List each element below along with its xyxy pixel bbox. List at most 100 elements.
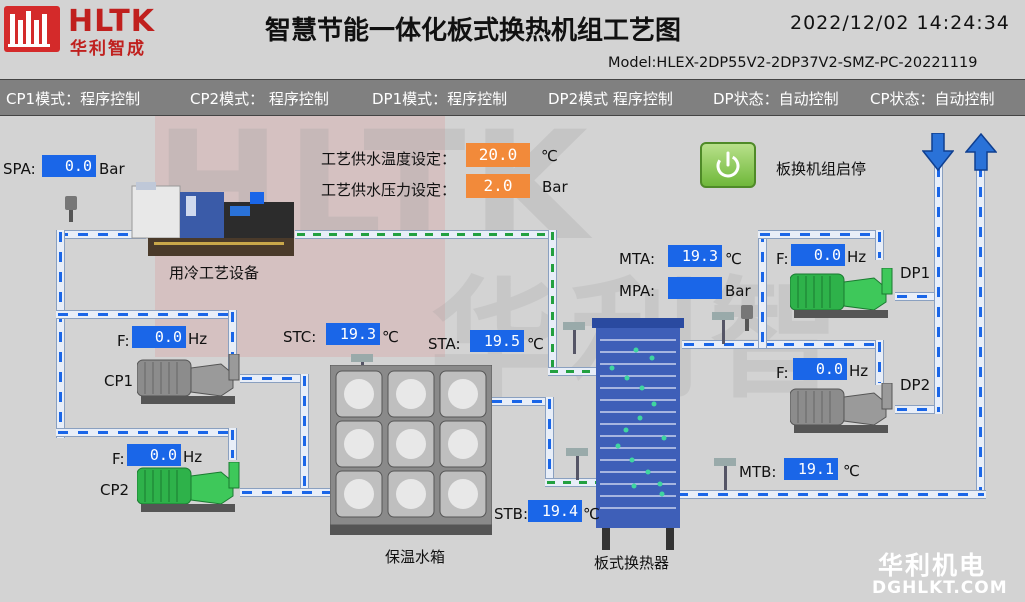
up-arrow-icon xyxy=(964,132,998,175)
dp1-frequency-value: 0.0 xyxy=(791,244,845,266)
mode-dp2: DP2模式 程序控制 xyxy=(548,90,673,108)
heat-exchanger-icon xyxy=(592,318,684,554)
pipe-segment xyxy=(56,230,65,438)
mta-unit: ℃ xyxy=(725,250,742,268)
pump-dp2-name: DP2 xyxy=(900,376,931,394)
exchanger-label: 板式换热器 xyxy=(594,554,670,572)
temperature-probe-icon xyxy=(563,320,591,358)
pipe-segment xyxy=(976,165,985,499)
mtb-label: MTB: xyxy=(739,463,777,481)
pump-dp1-name: DP1 xyxy=(900,264,931,282)
pressure-setpoint-unit: Bar xyxy=(542,178,568,196)
down-arrow-icon xyxy=(921,132,955,175)
temperature-probe-icon xyxy=(712,310,740,348)
pipe-segment xyxy=(56,310,236,319)
stb-value: 19.4 xyxy=(528,500,582,522)
brand-logo-icon xyxy=(4,6,60,52)
process-equipment-label: 用冷工艺设备 xyxy=(169,264,260,282)
pump-cp2-icon xyxy=(136,461,243,518)
power-icon xyxy=(716,151,740,178)
temperature-probe-icon xyxy=(566,446,594,484)
sta-label: STA: xyxy=(428,335,461,353)
mode-dp1: DP1模式：程序控制 xyxy=(372,90,508,108)
pipe-segment xyxy=(240,488,332,497)
pipe-segment xyxy=(295,230,557,239)
stc-value: 19.3 xyxy=(326,323,380,345)
mta-value: 19.3 xyxy=(668,245,722,267)
mtb-unit: ℃ xyxy=(843,462,860,480)
start-stop-label: 板换机组启停 xyxy=(776,160,867,178)
pipe-segment xyxy=(758,230,883,239)
pump-cp1-icon xyxy=(136,353,243,410)
footer-url: DGHLKT.COM xyxy=(872,578,1008,598)
pipe-segment xyxy=(934,165,943,414)
pipe-segment xyxy=(895,405,943,414)
model-number: Model:HLEX-2DP55V2-2DP37V2-SMZ-PC-202211… xyxy=(608,55,978,71)
mode-cp2: CP2模式： 程序控制 xyxy=(190,90,329,108)
pipe-segment xyxy=(875,230,884,260)
freq-unit: Hz xyxy=(188,330,208,348)
pipe-segment xyxy=(228,310,237,372)
start-stop-button[interactable] xyxy=(700,142,756,188)
pressure-gauge-icon xyxy=(62,196,80,226)
temp-setpoint-label: 工艺供水温度设定： xyxy=(321,150,457,168)
mode-bar xyxy=(0,79,1025,116)
temp-setpoint-unit: ℃ xyxy=(541,147,558,165)
pump-cp2-name: CP2 xyxy=(100,481,130,499)
pipe-segment xyxy=(682,340,882,349)
brand-name-cn: 华利智成 xyxy=(70,39,146,59)
pipe-segment xyxy=(895,292,943,301)
storage-tank-icon xyxy=(329,364,493,541)
stb-unit: ℃ xyxy=(583,505,600,523)
pipe-segment xyxy=(758,230,767,348)
mpa-label: MPA: xyxy=(619,282,656,300)
pressure-gauge-icon xyxy=(738,305,756,335)
pipe-segment xyxy=(300,374,309,496)
pipe-segment xyxy=(676,490,986,499)
mtb-value: 19.1 xyxy=(784,458,838,480)
pipe-segment xyxy=(240,374,308,383)
freq-unit: Hz xyxy=(183,448,203,466)
freq-label: F: xyxy=(117,332,130,350)
freq-label: F: xyxy=(776,250,789,268)
pipe-segment xyxy=(56,230,146,239)
cp1-frequency-value: 0.0 xyxy=(132,326,186,348)
stb-label: STB: xyxy=(494,505,529,523)
datetime: 2022/12/02 14:24:34 xyxy=(790,12,1010,34)
pipe-segment xyxy=(548,367,598,376)
brand-name: HLTK xyxy=(68,4,155,39)
process-machine-icon xyxy=(130,180,300,264)
pump-dp1-icon xyxy=(789,267,896,324)
mode-cp-state: CP状态：自动控制 xyxy=(870,90,995,108)
temp-setpoint-input[interactable]: 20.0 xyxy=(466,143,530,167)
spa-unit: Bar xyxy=(99,160,125,178)
pipe-segment xyxy=(490,397,550,406)
sta-value: 19.5 xyxy=(470,330,524,352)
footer-brand-cn: 华利机电 xyxy=(878,551,987,580)
tank-label: 保温水箱 xyxy=(385,548,446,566)
freq-unit: Hz xyxy=(849,362,869,380)
pipe-segment xyxy=(875,340,884,385)
pipe-segment xyxy=(56,428,236,437)
mpa-value xyxy=(668,277,722,299)
page-title: 智慧节能一体化板式换热机组工艺图 xyxy=(265,16,682,46)
pressure-setpoint-input[interactable]: 2.0 xyxy=(466,174,530,198)
pipe-segment xyxy=(545,478,600,487)
stc-label: STC: xyxy=(283,328,317,346)
cp2-frequency-value: 0.0 xyxy=(127,444,181,466)
pump-cp1-name: CP1 xyxy=(104,372,134,390)
pump-dp2-icon xyxy=(789,382,896,439)
pipe-segment xyxy=(545,397,554,485)
stc-unit: ℃ xyxy=(382,328,399,346)
spa-value: 0.0 xyxy=(42,155,96,177)
pipe-segment xyxy=(228,428,237,460)
sta-unit: ℃ xyxy=(527,335,544,353)
pressure-setpoint-label: 工艺供水压力设定： xyxy=(321,181,457,199)
mode-dp-state: DP状态：自动控制 xyxy=(713,90,839,108)
freq-label: F: xyxy=(776,364,789,382)
mpa-unit: Bar xyxy=(725,282,751,300)
temperature-probe-icon xyxy=(714,456,742,494)
freq-label: F: xyxy=(112,450,125,468)
freq-unit: Hz xyxy=(847,248,867,266)
mode-cp1: CP1模式：程序控制 xyxy=(6,90,141,108)
